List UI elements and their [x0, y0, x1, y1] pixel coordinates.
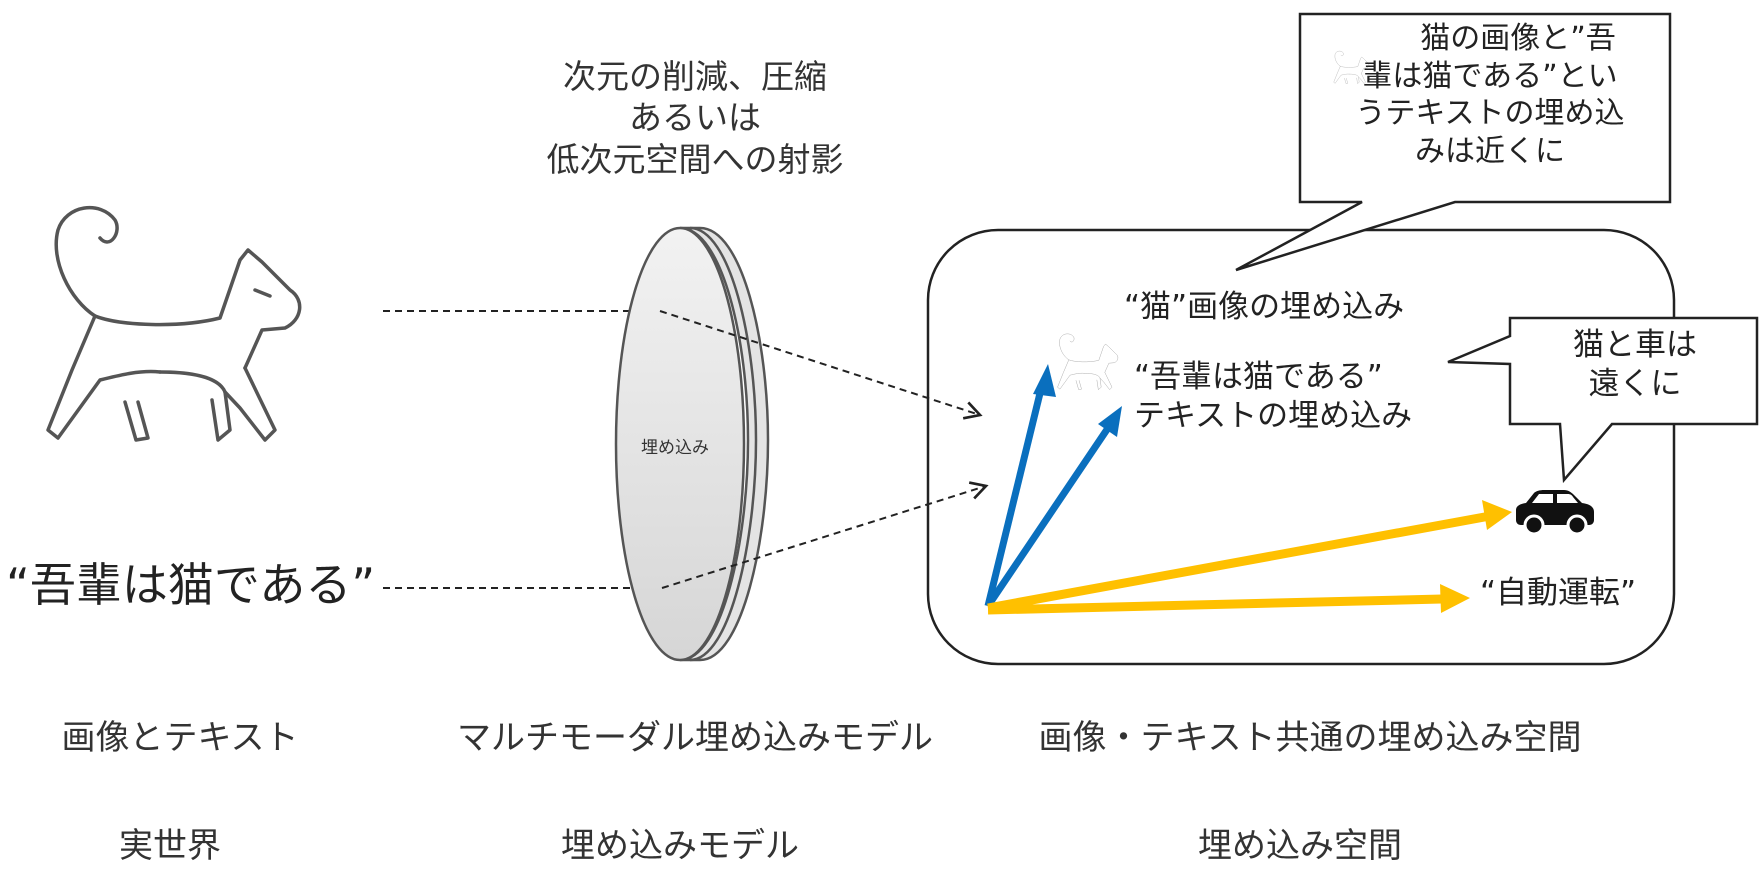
embedding-space-box — [926, 228, 1676, 666]
caption-model-detail: マルチモーダル埋め込みモデル — [457, 718, 933, 758]
yellow-vectors — [987, 500, 1512, 615]
caption-realworld: 実世界 — [119, 826, 221, 866]
callout-far-line: 遠くに — [1588, 365, 1682, 402]
cat-text-embedding-label-line: テキストの埋め込み — [1134, 397, 1413, 434]
cat-icon — [1057, 333, 1119, 390]
callout-far-line: 猫と車は — [1573, 327, 1697, 363]
callout-near-line: うテキストの埋め込 — [1355, 96, 1625, 131]
caption-model: 埋め込みモデル — [561, 826, 799, 866]
callout-near-text: 猫の画像と”吾 輩は猫である”とい うテキストの埋め込 みは近くに — [1320, 20, 1660, 170]
caption-space-detail: 画像・テキスト共通の埋め込み空間 — [1038, 718, 1582, 758]
self-driving-vector — [987, 594, 1443, 615]
cat-image-vector — [984, 384, 1046, 607]
projection-note: 次元の削減、圧縮 あるいは 低次元空間への射影 — [520, 56, 870, 180]
car-icon — [1516, 490, 1594, 536]
cat-icon — [1333, 50, 1370, 84]
realworld-text-sample: “吾輩は猫である” — [6, 558, 376, 612]
car-vector-head — [1482, 500, 1512, 530]
caption-realworld-detail: 画像とテキスト — [61, 718, 299, 758]
lens-label: 埋め込み — [641, 438, 709, 458]
callout-near-line-text: 猫の画像と”吾 — [1420, 21, 1616, 56]
callout-near — [1235, 12, 1672, 272]
cat-text-embedding-label-line: “吾輩は猫である” — [1134, 359, 1383, 395]
lens-shape — [614, 226, 770, 662]
cat-text-vector — [985, 426, 1111, 608]
callout-near-line: 輩は猫である”とい — [1362, 58, 1618, 94]
caption-space: 埋め込み空間 — [1198, 826, 1402, 866]
projection-note-line: 低次元空間への射影 — [546, 139, 844, 179]
projection-note-line: あるいは — [629, 98, 761, 138]
lens-output-arrows — [659, 310, 989, 589]
text-output-arrow — [661, 481, 989, 589]
cat-text-embedding-label: “吾輩は猫である” テキストの埋め込み — [1134, 358, 1412, 436]
projection-lines — [383, 310, 662, 589]
callout-near-line: 猫の画像と”吾 — [1320, 20, 1660, 58]
cat-text-vector-head — [1098, 406, 1122, 437]
cat-icon — [46, 205, 302, 442]
car-vector — [987, 511, 1491, 613]
self-driving-vector-head — [1440, 584, 1470, 613]
callout-near-line: みは近くに — [1415, 133, 1565, 169]
cat-image-embedding-label: “猫”画像の埋め込み — [1124, 289, 1405, 325]
self-driving-label: “自動運転” — [1480, 575, 1637, 611]
projection-note-line: 次元の削減、圧縮 — [563, 57, 827, 96]
blue-vectors — [984, 364, 1122, 608]
callout-far — [1447, 316, 1759, 484]
image-output-arrow — [659, 310, 983, 420]
callout-far-text: 猫と車は 遠くに — [1560, 326, 1710, 404]
cat-image-vector-head — [1033, 364, 1056, 397]
